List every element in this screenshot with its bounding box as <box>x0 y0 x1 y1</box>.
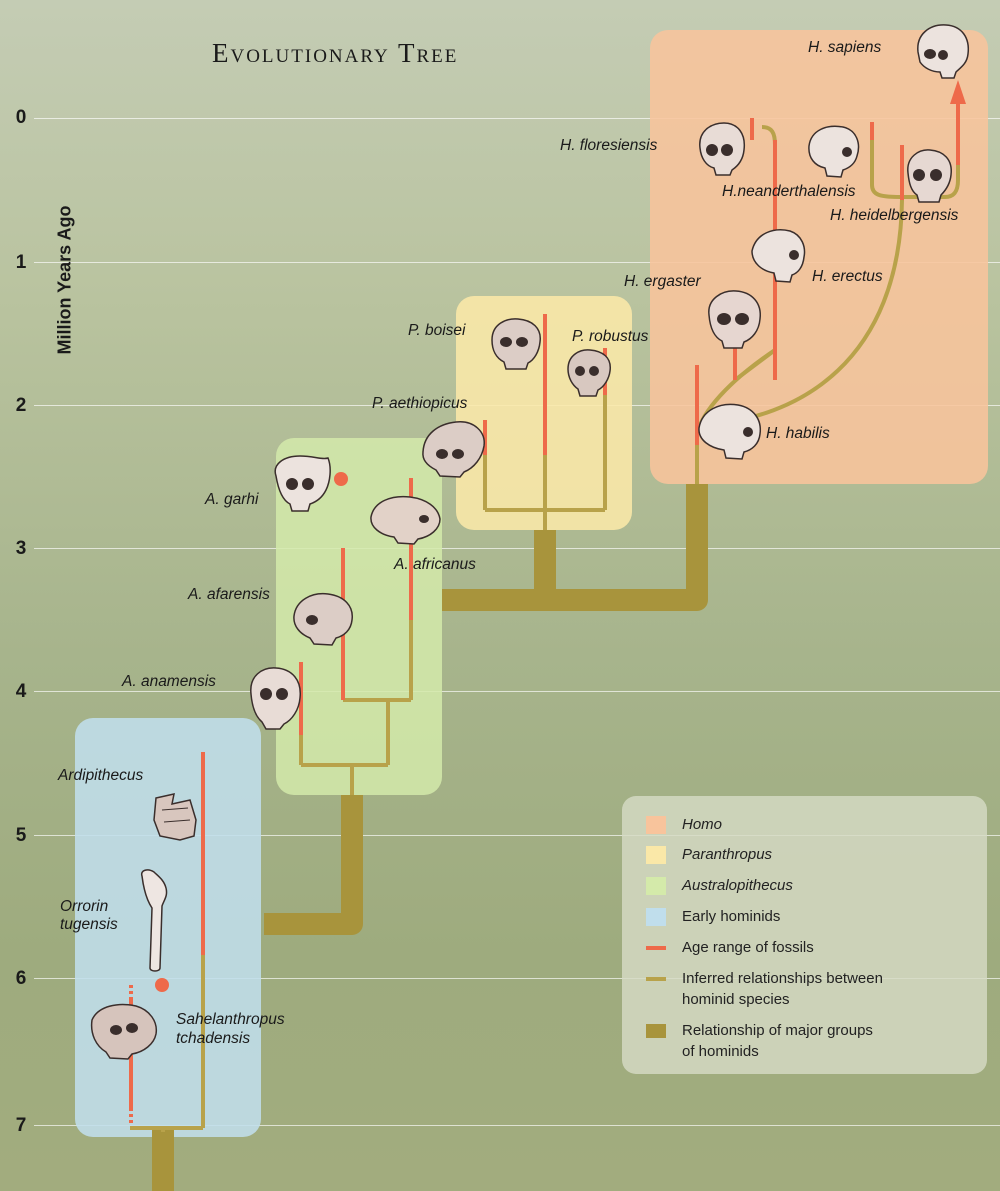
homo-group-box <box>650 30 988 484</box>
ardipithecus-fossil-icon <box>153 793 197 841</box>
gridline-1 <box>34 262 1000 263</box>
label-a-garhi: A. garhi <box>205 491 259 508</box>
sahelanthropus-skull-icon <box>90 1003 158 1060</box>
label-a-anamensis: A. anamensis <box>122 673 216 690</box>
africanus-skull-icon <box>370 495 441 545</box>
orrorin-femur-icon <box>140 869 168 972</box>
aethiopicus-skull-icon <box>422 421 485 478</box>
gridline-6 <box>34 978 1000 979</box>
legend-label: of hominids <box>682 1043 759 1060</box>
gridline-7 <box>34 1125 1000 1126</box>
legend-label: Early hominids <box>682 908 781 925</box>
habilis-skull-icon <box>698 403 762 460</box>
tick-label: 2 <box>15 395 27 416</box>
tick-label: 3 <box>15 538 27 559</box>
legend-label: Inferred relationships between <box>682 970 883 987</box>
label-tugensis: tugensis <box>60 916 118 933</box>
label-ardipithecus: Ardipithecus <box>58 767 144 784</box>
legend-label: Homo <box>682 816 723 833</box>
gridline-3 <box>34 548 1000 549</box>
legend-swatch <box>646 1024 666 1038</box>
sapiens-skull-icon <box>917 24 970 79</box>
label-p-aethiopicus: P. aethiopicus <box>372 395 468 412</box>
erectus-skull-icon <box>751 229 806 283</box>
tick-label: 4 <box>15 681 27 702</box>
label-h-heidelbergensis: H. heidelbergensis <box>830 207 959 224</box>
boisei-skull-icon <box>491 318 541 370</box>
heidelbergensis-skull-icon <box>907 149 952 203</box>
legend-label: Age range of fossils <box>682 939 814 956</box>
figure-title: Evolutionary Tree <box>212 38 459 68</box>
legend-label: Relationship of major groups <box>682 1022 873 1039</box>
major-branch-early-to-aust <box>264 795 363 935</box>
afarensis-skull-icon <box>293 592 353 646</box>
label-p-robustus: P. robustus <box>572 328 649 345</box>
label-h-neanderthalensis: H.neanderthalensis <box>722 183 856 200</box>
legend-swatch <box>646 977 666 981</box>
garhi-skull-icon <box>274 455 331 512</box>
legend-swatch <box>646 877 666 895</box>
neanderthal-skull-icon <box>808 125 860 178</box>
major-branch-aust-to-homo <box>442 484 708 611</box>
tick-label: 7 <box>15 1115 27 1136</box>
anamensis-skull-icon <box>250 667 301 730</box>
legend-label: Paranthropus <box>682 846 773 863</box>
ergaster-skull-icon <box>708 290 761 349</box>
tick-label: 5 <box>15 825 27 846</box>
legend-label: hominid species <box>682 991 790 1008</box>
tick-label: 1 <box>15 252 27 273</box>
tick-label: 6 <box>15 968 27 989</box>
label-h-floresiensis: H. floresiensis <box>560 137 658 154</box>
legend-swatch <box>646 908 666 926</box>
robustus-skull-icon <box>567 349 611 397</box>
tick-label: 0 <box>15 107 27 128</box>
legend-swatch <box>646 816 666 834</box>
single-fossil-dot <box>155 978 169 992</box>
label-h-ergaster: H. ergaster <box>624 273 701 290</box>
gridline-5 <box>34 835 1000 836</box>
label-tchadensis: tchadensis <box>176 1030 251 1047</box>
early-hominids-group-box <box>75 718 261 1137</box>
inferred-link <box>733 348 777 382</box>
floresiensis-skull-icon <box>699 122 746 176</box>
legend-swatch <box>646 946 666 950</box>
single-fossil-dot <box>334 472 348 486</box>
arrow-up-icon <box>950 80 966 104</box>
gridline-0 <box>34 118 1000 119</box>
label-h-habilis: H. habilis <box>766 425 830 442</box>
label-p-boisei: P. boisei <box>408 322 466 339</box>
label-sahelanthropus: Sahelanthropus <box>176 1011 285 1028</box>
legend-swatch <box>646 846 666 864</box>
label-a-africanus: A. africanus <box>394 556 476 573</box>
label-a-afarensis: A. afarensis <box>188 586 270 603</box>
label-h-erectus: H. erectus <box>812 268 883 285</box>
label-orrorin: Orrorin <box>60 898 109 915</box>
label-h-sapiens: H. sapiens <box>808 39 882 56</box>
legend-label: Australopithecus <box>682 877 793 894</box>
legend: Homo Paranthropus Australopithecus Early… <box>622 796 987 1074</box>
gridline-4 <box>34 691 1000 692</box>
